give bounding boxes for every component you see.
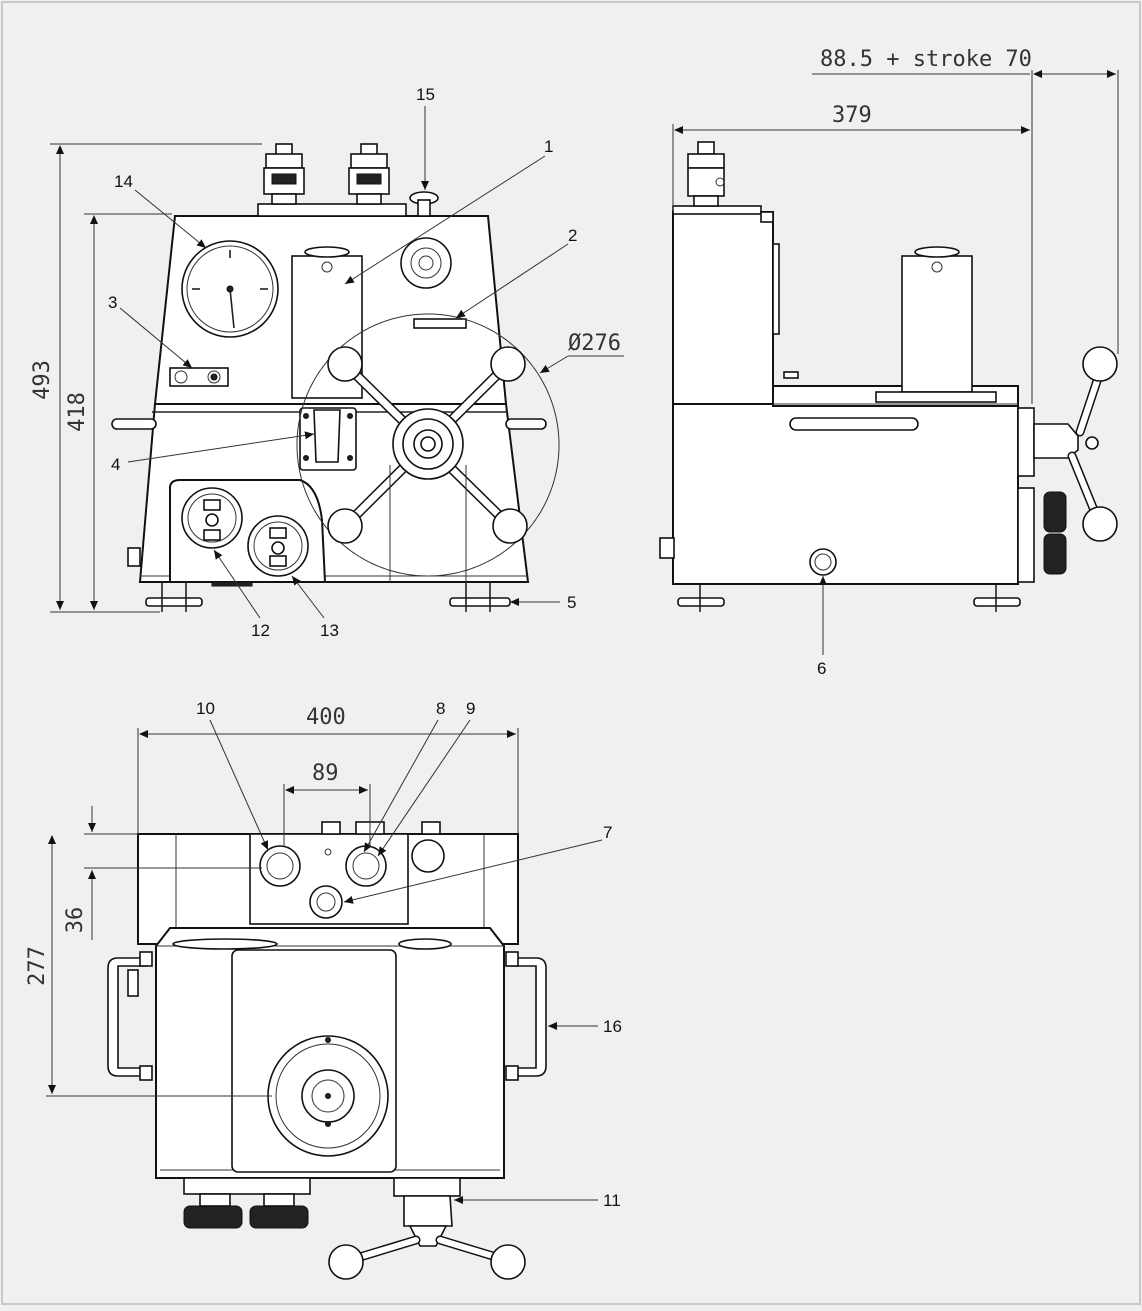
top-clamp-left bbox=[263, 143, 305, 205]
callout-13: 13 bbox=[320, 621, 339, 640]
dim-89: 89 bbox=[312, 761, 339, 786]
callout-12: 12 bbox=[251, 621, 270, 640]
front-view: 493 418 Ø276 1 2 3 4 5 12 13 14 15 bbox=[30, 85, 624, 640]
top-clamp-right bbox=[348, 143, 390, 205]
callout-4: 4 bbox=[111, 455, 120, 474]
dim-stroke: 88.5 + stroke 70 bbox=[820, 47, 1032, 72]
callout-6: 6 bbox=[817, 659, 826, 678]
dim-379: 379 bbox=[832, 103, 872, 128]
dim-diameter-276: Ø276 bbox=[568, 331, 621, 356]
top-view: 400 89 36 277 10 8 9 7 16 11 bbox=[25, 699, 622, 1280]
dim-36: 36 bbox=[63, 907, 88, 934]
handwheel-front bbox=[296, 313, 560, 582]
dim-418: 418 bbox=[65, 392, 90, 432]
callout-8: 8 bbox=[436, 699, 445, 718]
callout-3: 3 bbox=[108, 293, 117, 312]
dim-277: 277 bbox=[25, 946, 50, 986]
callout-14: 14 bbox=[114, 172, 133, 191]
callout-9: 9 bbox=[466, 699, 475, 718]
pressure-gauge bbox=[181, 240, 279, 338]
callout-11: 11 bbox=[603, 1191, 621, 1210]
fine-adjust-knob-right bbox=[247, 515, 309, 577]
callout-2: 2 bbox=[568, 226, 577, 245]
callout-5: 5 bbox=[567, 593, 576, 612]
callout-7: 7 bbox=[603, 823, 612, 842]
callout-16: 16 bbox=[603, 1017, 622, 1036]
dim-493: 493 bbox=[30, 360, 55, 400]
fine-adjust-knob-left bbox=[181, 487, 243, 549]
dim-400: 400 bbox=[306, 705, 346, 730]
callout-1: 1 bbox=[544, 137, 553, 156]
side-view: 379 88.5 + stroke 70 6 bbox=[659, 47, 1119, 678]
callout-10: 10 bbox=[196, 699, 215, 718]
callout-15: 15 bbox=[416, 85, 435, 104]
